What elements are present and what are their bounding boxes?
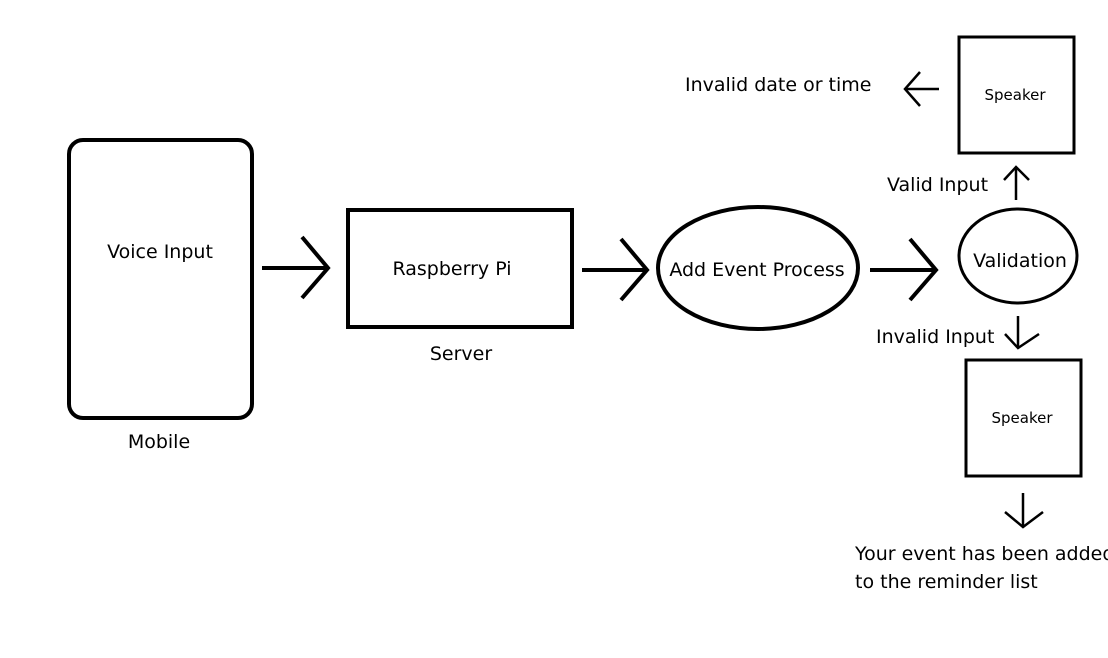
process-node: Add Event Process	[656, 205, 860, 331]
speaker-bottom-title: Speaker	[991, 409, 1053, 427]
mobile-node-caption: Mobile	[128, 431, 190, 453]
validation-node: Validation	[957, 207, 1079, 305]
speaker-top-shape	[957, 35, 1076, 155]
arrow-process-to-validation	[870, 237, 939, 302]
arrow-validation-to-speaker-top	[1003, 165, 1030, 200]
speaker-top-title: Speaker	[984, 86, 1046, 104]
validation-node-title: Validation	[973, 250, 1067, 272]
speaker-bottom-shape	[964, 358, 1083, 478]
arrow-speaker-to-event-added	[1004, 493, 1044, 529]
server-node-title: Raspberry Pi	[392, 258, 511, 280]
valid-input-label: Valid Input	[887, 174, 988, 196]
server-node: Raspberry Pi Server	[346, 208, 574, 365]
event-added-line2: to the reminder list	[855, 571, 1038, 593]
speaker-top-node: Speaker	[957, 35, 1076, 155]
process-node-title: Add Event Process	[669, 259, 844, 281]
arrow-speaker-to-invalid-date	[903, 71, 939, 107]
invalid-input-label: Invalid Input	[876, 326, 994, 348]
mobile-node: Voice Input Mobile	[67, 138, 254, 453]
event-added-line1: Your event has been added	[854, 543, 1108, 565]
speaker-bottom-node: Speaker	[964, 358, 1083, 478]
process-node-shape	[656, 205, 860, 331]
arrow-server-to-process	[582, 237, 650, 302]
server-node-shape	[346, 208, 574, 329]
server-node-caption: Server	[430, 343, 492, 365]
arrow-mobile-to-server	[262, 235, 331, 300]
invalid-date-label: Invalid date or time	[685, 74, 871, 96]
validation-node-shape	[957, 207, 1079, 305]
arrow-validation-to-speaker-bottom	[1004, 316, 1040, 350]
mobile-node-title: Voice Input	[107, 241, 213, 263]
mobile-node-shape	[67, 138, 254, 420]
